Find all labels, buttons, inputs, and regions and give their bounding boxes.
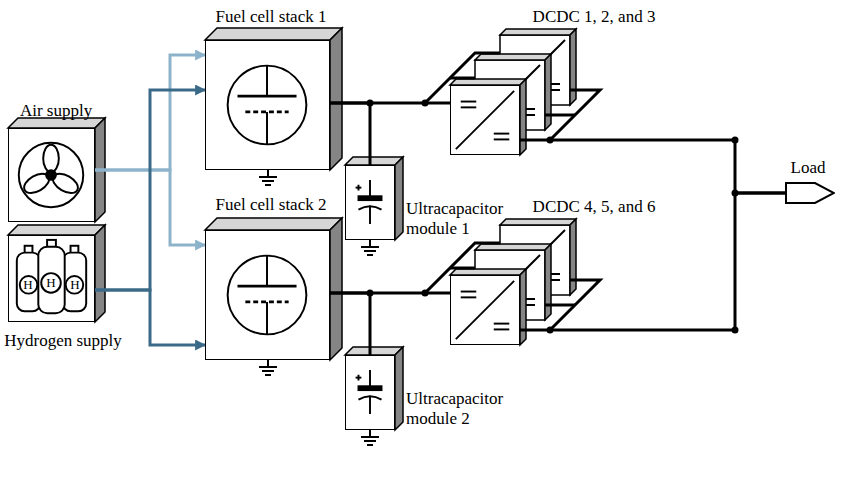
box-top-face: [205, 28, 342, 40]
power-wire: [330, 103, 370, 165]
dcdc-converter: DCDC 1, 2, and 3: [450, 85, 520, 155]
box-top-face: [475, 54, 551, 60]
power-wire: [330, 293, 370, 355]
hydrogen-pipe: [95, 90, 205, 290]
box-top-face: [500, 29, 576, 35]
dcdc-symbol: [451, 86, 519, 154]
ultracapacitor-module: Ultracapacitor module 2: [345, 355, 395, 430]
ultracapacitor-module: Ultracapacitor module 1: [345, 165, 395, 240]
node-title: Ultracapacitor module 1: [406, 199, 518, 239]
box-side-face: [545, 244, 551, 320]
air-supply-box: Air supply: [8, 128, 95, 222]
cylinder-letter: H: [23, 278, 32, 292]
box-side-face: [570, 219, 576, 295]
node-title: DCDC 1, 2, and 3: [533, 7, 656, 27]
node-title: Load: [791, 158, 826, 178]
fuel-cell-stack: Fuel cell stack 1: [205, 40, 330, 170]
box-side-face: [330, 28, 342, 170]
box-top-face: [205, 218, 342, 230]
node-title: Air supply: [20, 101, 92, 121]
power-wire: [330, 292, 450, 295]
dcdc-symbol: [451, 276, 519, 344]
load-arrow-shape: [785, 182, 835, 204]
fan-icon: [9, 129, 94, 221]
power-wire: [520, 193, 785, 330]
box-top-face: [345, 157, 403, 165]
box-side-face: [395, 157, 403, 240]
node-title: Hydrogen supply: [4, 331, 122, 351]
junction-dot: [367, 100, 739, 334]
load-terminal: Load: [785, 182, 835, 204]
fuel-cell-symbol: [206, 231, 329, 359]
box-top-face: [500, 219, 576, 225]
box-top-face: [8, 225, 105, 235]
fuel-cell-stack: Fuel cell stack 2: [205, 230, 330, 360]
node-title: Fuel cell stack 2: [216, 195, 327, 215]
node-title: Fuel cell stack 1: [216, 7, 327, 27]
box-top-face: [475, 244, 551, 250]
power-wire: [520, 140, 785, 193]
box-side-face: [330, 218, 342, 360]
cylinder-letter: H: [70, 278, 79, 292]
cylinder-letter: H: [46, 276, 55, 290]
node-title: Ultracapacitor module 2: [406, 389, 518, 429]
box-side-face: [570, 29, 576, 105]
box-side-face: [395, 347, 403, 430]
power-wire: [330, 102, 450, 105]
capacitor-symbol: [346, 166, 394, 239]
box-side-face: [520, 79, 526, 155]
box-side-face: [95, 225, 105, 322]
capacitor-symbol: [346, 356, 394, 429]
box-side-face: [545, 54, 551, 130]
node-title: DCDC 4, 5, and 6: [533, 197, 656, 217]
fuel-cell-symbol: [206, 41, 329, 169]
box-top-face: [345, 347, 403, 355]
box-side-face: [520, 269, 526, 345]
dcdc-converter: DCDC 4, 5, and 6: [450, 275, 520, 345]
